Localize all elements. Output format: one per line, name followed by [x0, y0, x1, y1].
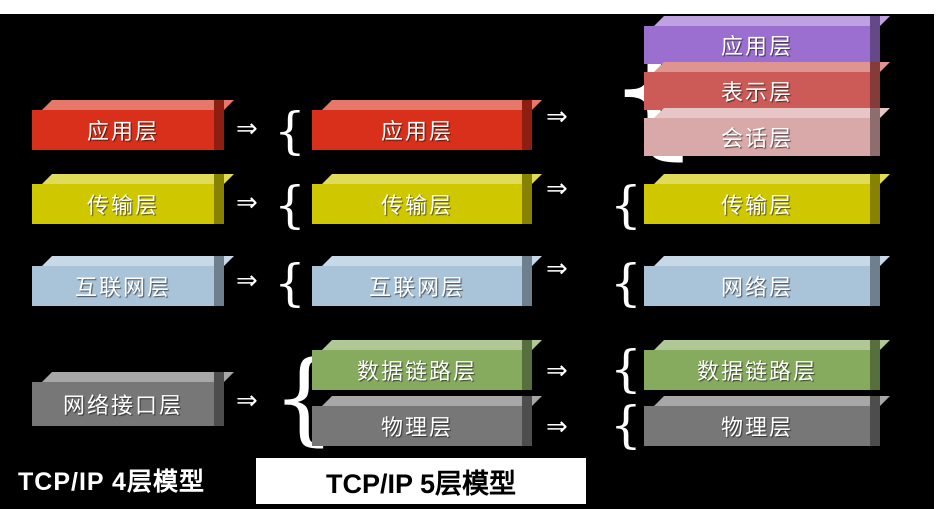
layer-label: 应用层 — [312, 110, 522, 150]
layer-label: 物理层 — [312, 406, 522, 446]
tcpip4-internet-layer: 互联网层 — [32, 256, 234, 306]
brace-icon: { — [274, 254, 306, 312]
top-border — [0, 0, 946, 14]
arrow-icon: ⇒ — [546, 254, 568, 284]
layer-label: 应用层 — [32, 110, 214, 150]
tcpip4-application-layer: 应用层 — [32, 100, 234, 150]
layer-label: 传输层 — [32, 184, 214, 224]
layer-label: 物理层 — [644, 406, 870, 446]
osi-application-layer: 应用层 — [644, 16, 890, 64]
tcpip4-network-interface-layer: 网络接口层 — [32, 372, 234, 426]
osi-transport-layer: 传输层 — [644, 174, 890, 224]
tcpip5-internet-layer: 互联网层 — [312, 256, 542, 306]
layer-label: 传输层 — [644, 184, 870, 224]
arrow-icon: ⇒ — [546, 174, 568, 204]
tcpip5-physical-layer: 物理层 — [312, 396, 542, 446]
tcpip4-transport-layer: 传输层 — [32, 174, 234, 224]
layer-label: 互联网层 — [32, 266, 214, 306]
layer-label: 互联网层 — [312, 266, 522, 306]
arrow-icon: ⇒ — [236, 386, 258, 416]
tcpip5-transport-layer: 传输层 — [312, 174, 542, 224]
tcpip4-caption: TCP/IP 4层模型 — [18, 468, 205, 496]
layer-label: 会话层 — [644, 118, 870, 156]
arrow-icon: ⇒ — [236, 266, 258, 296]
osi-session-layer: 会话层 — [644, 108, 890, 156]
brace-icon: { — [610, 176, 642, 234]
layer-label: 传输层 — [312, 184, 522, 224]
brace-icon: { — [610, 254, 642, 312]
brace-icon: { — [274, 176, 306, 234]
layer-label: 应用层 — [644, 26, 870, 64]
arrow-icon: ⇒ — [236, 114, 258, 144]
osi-physical-layer: 物理层 — [644, 396, 890, 446]
arrow-icon: ⇒ — [236, 188, 258, 218]
layer-label: 数据链路层 — [644, 350, 870, 390]
right-border — [934, 0, 946, 509]
tcpip5-data-link-layer: 数据链路层 — [312, 340, 542, 390]
osi-presentation-layer: 表示层 — [644, 62, 890, 110]
tcpip5-application-layer: 应用层 — [312, 100, 542, 150]
layer-label: 表示层 — [644, 72, 870, 110]
arrow-icon: ⇒ — [546, 412, 568, 442]
arrow-icon: ⇒ — [546, 102, 568, 132]
brace-icon: { — [610, 396, 642, 454]
arrow-icon: ⇒ — [546, 356, 568, 386]
osi-data-link-layer: 数据链路层 — [644, 340, 890, 390]
layer-label: 网络层 — [644, 266, 870, 306]
brace-icon: { — [610, 340, 642, 398]
tcpip5-caption: TCP/IP 5层模型 — [256, 458, 586, 504]
layer-label: 网络接口层 — [32, 382, 214, 426]
brace-icon: { — [274, 102, 306, 160]
osi-network-layer: 网络层 — [644, 256, 890, 306]
layer-label: 数据链路层 — [312, 350, 522, 390]
